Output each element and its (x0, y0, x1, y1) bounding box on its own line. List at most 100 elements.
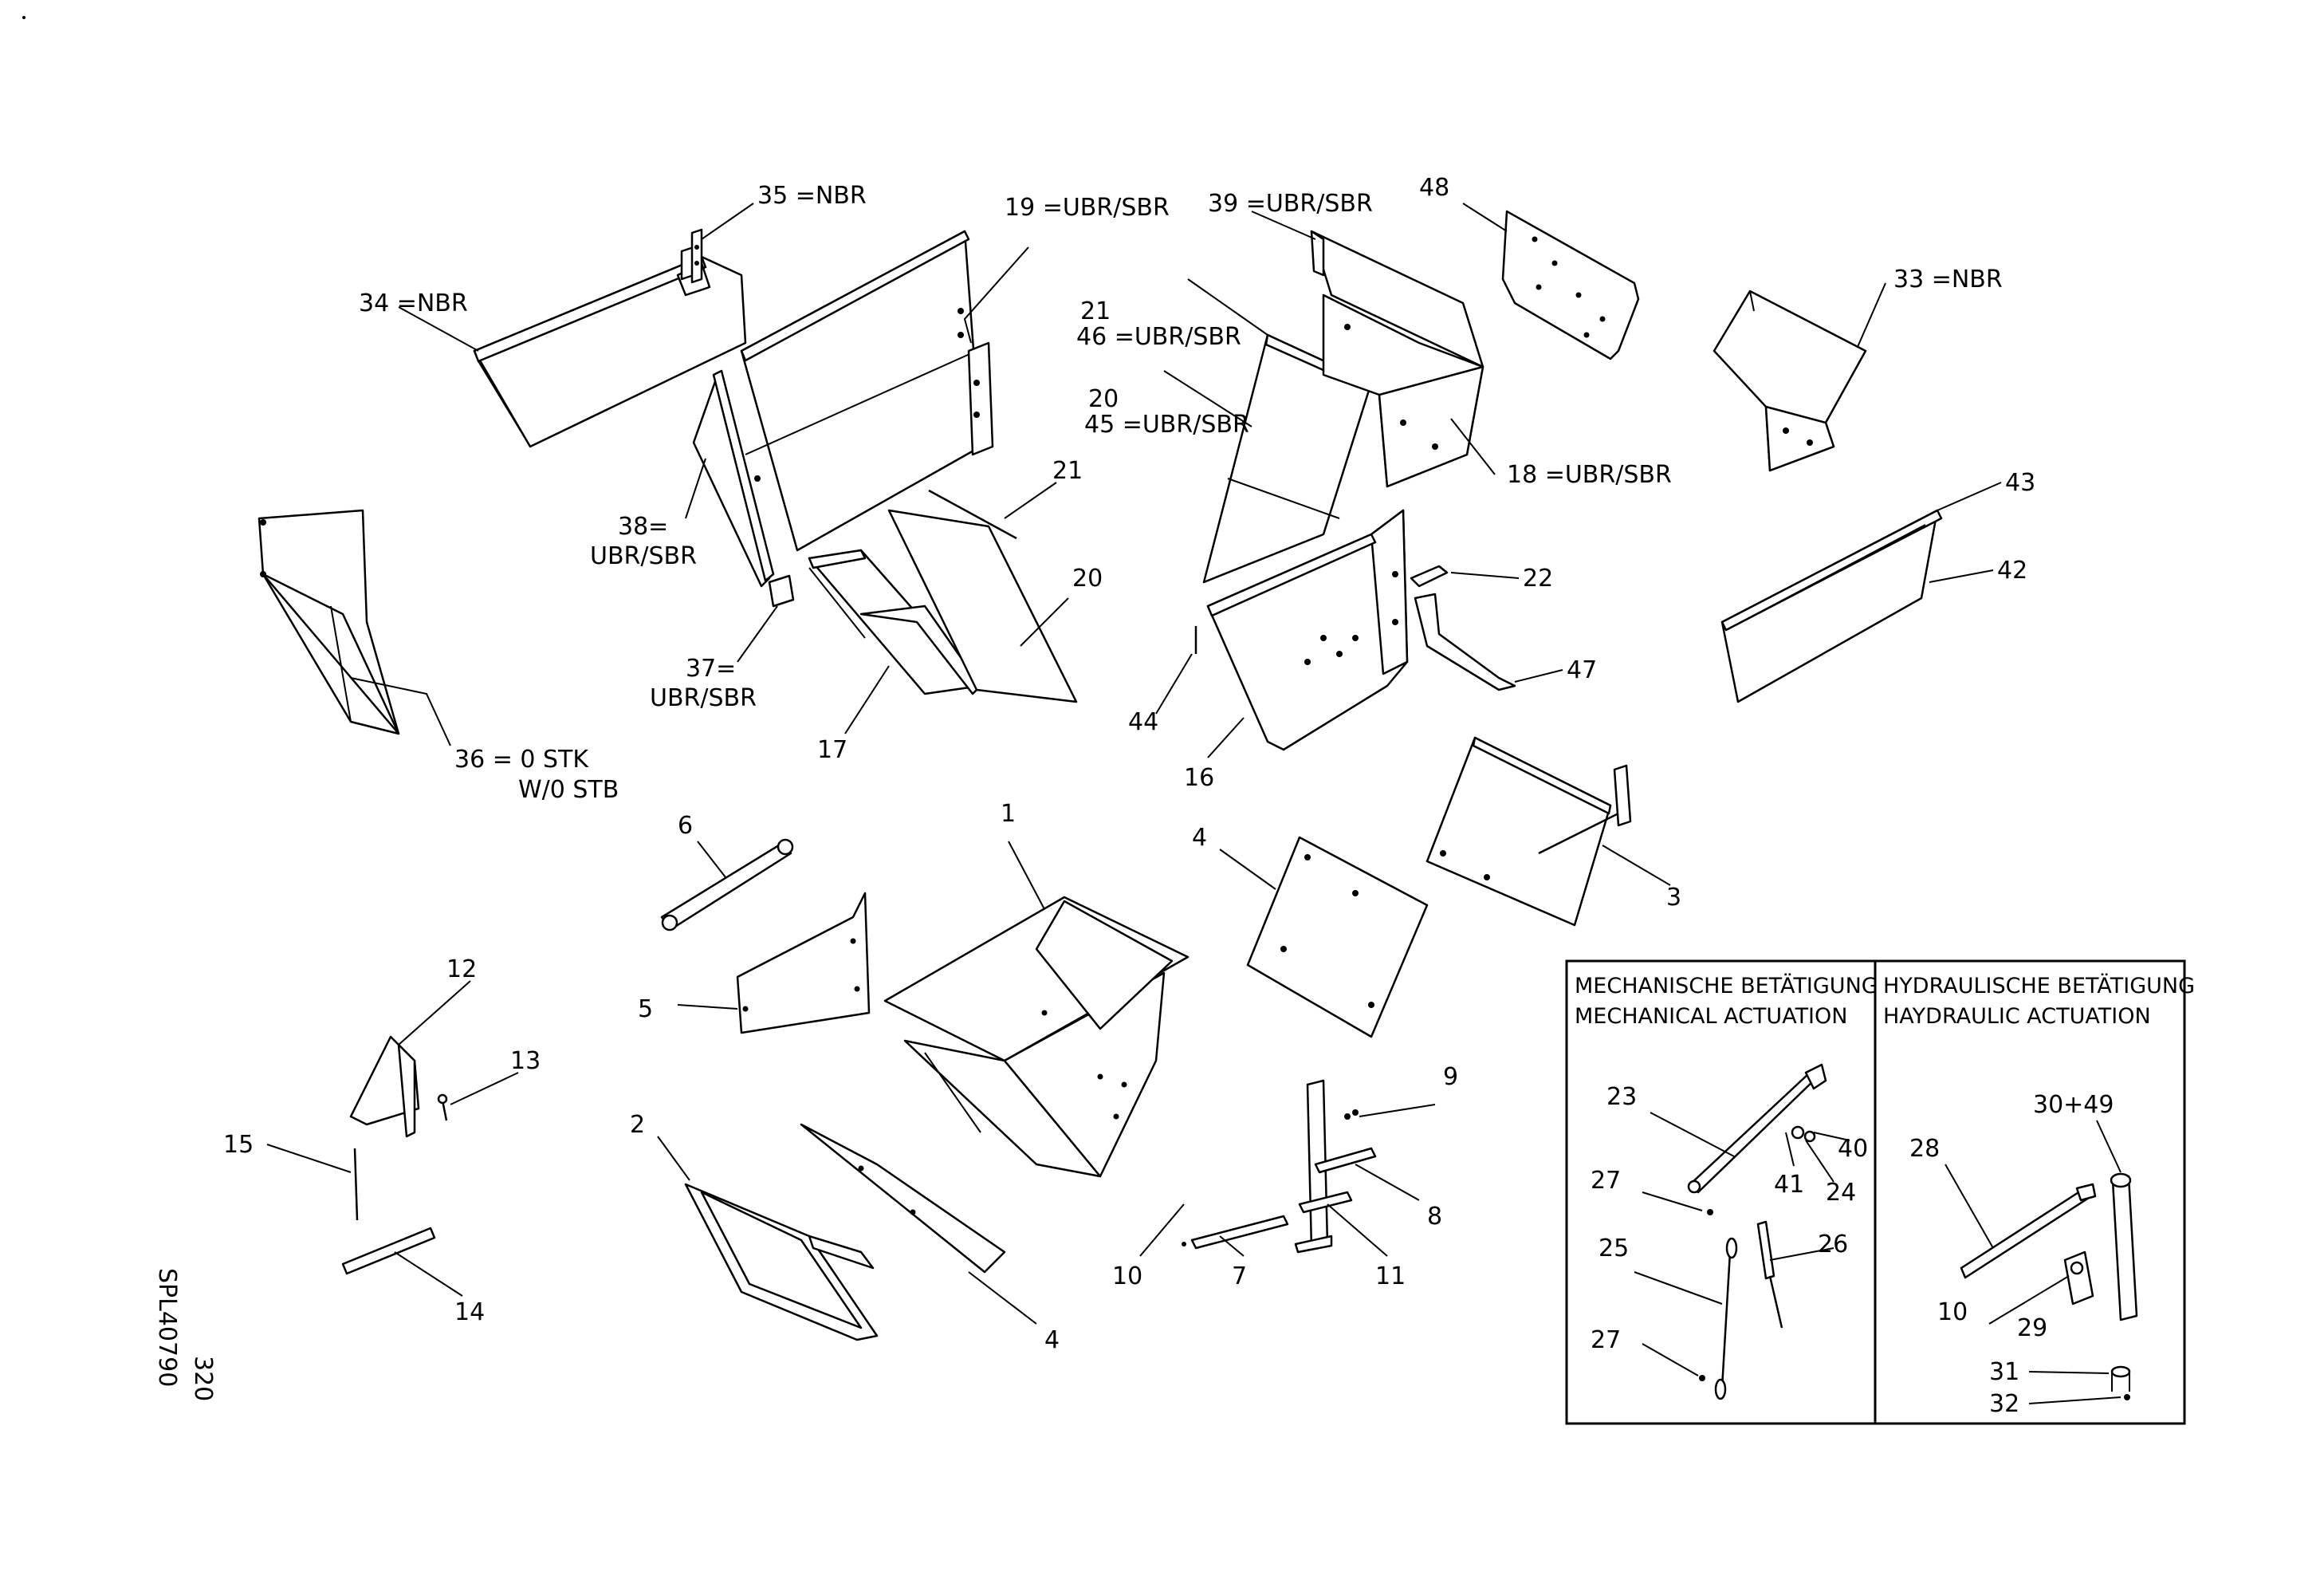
page-number: 320 (189, 1356, 217, 1401)
part-22-bracket (1410, 565, 1449, 588)
label-20: 20 (1088, 385, 1119, 413)
label-47: 47 (1567, 656, 1597, 684)
inset-label-26: 26 (1818, 1231, 1848, 1258)
part-47-hook-bracket (1414, 593, 1516, 691)
part-5-plate (736, 892, 871, 1034)
part-48-plate (1501, 210, 1640, 360)
part-23-lever (1687, 1063, 1827, 1194)
part-2-frame (684, 1183, 879, 1341)
label-39: 39 =UBR/SBR (1208, 190, 1373, 218)
part-14-strip (341, 1227, 436, 1275)
label-3: 3 (1666, 884, 1681, 912)
part-38-side-bracket (692, 369, 775, 588)
label-15: 15 (223, 1131, 254, 1159)
part-35-plate (690, 228, 703, 284)
part-40-24-fitting (1791, 1125, 1816, 1143)
part-18-bracket-box (1322, 293, 1484, 488)
drawing-code: SPL40790 (153, 1268, 181, 1387)
part-4-upper-plate (1246, 836, 1429, 1038)
label-48: 48 (1419, 174, 1449, 202)
label-12: 12 (446, 955, 477, 983)
label-14: 14 (454, 1298, 485, 1326)
part-27-pin-lower (1699, 1375, 1705, 1381)
label-13: 13 (510, 1047, 541, 1075)
part-8-crossbar (1314, 1147, 1377, 1174)
label-8: 8 (1427, 1203, 1442, 1231)
label-34: 34 =NBR (359, 289, 468, 317)
part-26-gas-strut (1756, 1220, 1783, 1329)
inset-label-25: 25 (1598, 1235, 1629, 1262)
inset-hydraulic-de: HYDRAULISCHE BETÄTIGUNG (1883, 973, 2195, 998)
part-9-pins (1344, 1109, 1359, 1120)
label-44: 44 (1128, 708, 1158, 736)
part-6-strap (660, 838, 794, 931)
part-36-chute (258, 509, 400, 735)
label-11: 11 (1375, 1262, 1406, 1290)
label-17: 17 (817, 736, 847, 764)
label-19: 19 =UBR/SBR (1005, 194, 1170, 222)
label-45: 45 =UBR/SBR (1084, 411, 1249, 439)
label-46: 46 =UBR/SBR (1076, 323, 1241, 351)
label-37-b: UBR/SBR (650, 684, 757, 712)
part-19-large-panel (740, 230, 994, 552)
part-1-hopper (883, 896, 1190, 1178)
label-6: 6 (678, 812, 693, 840)
actuation-inset: MECHANISCHE BETÄTIGUNG MECHANICAL ACTUAT… (1565, 959, 2195, 1425)
part-42-long-panel (1720, 509, 1943, 703)
label-38-a: 38= (618, 513, 668, 541)
part-32-pin (2124, 1394, 2130, 1400)
label-16: 16 (1184, 764, 1214, 792)
label-4-a: 4 (1192, 824, 1207, 852)
part-34-chute-panel (473, 246, 747, 448)
inset-label-27-a: 27 (1591, 1167, 1621, 1195)
inset-label-31: 31 (1989, 1358, 2019, 1386)
label-9: 9 (1443, 1063, 1458, 1091)
inset-label-24: 24 (1826, 1179, 1856, 1207)
label-35: 35 =NBR (757, 182, 867, 210)
part-31-bushing (2110, 1365, 2131, 1392)
inset-label-40: 40 (1838, 1135, 1868, 1163)
part-30-cylinder (2110, 1172, 2138, 1321)
part-37-block (768, 574, 795, 608)
label-20-b: 20 (1072, 565, 1103, 593)
part-12-bracket (349, 1035, 420, 1138)
label-7: 7 (1232, 1262, 1247, 1290)
leader-lines (266, 203, 2002, 1325)
inset-label-23: 23 (1606, 1083, 1637, 1111)
inset-label-10: 10 (1937, 1298, 1968, 1326)
label-18: 18 =UBR/SBR (1507, 461, 1672, 489)
part-16-housing (1206, 509, 1409, 751)
corner-mark (22, 16, 26, 19)
inset-label-28: 28 (1909, 1135, 1940, 1163)
part-15-pin (353, 1148, 359, 1221)
inset-hydraulic-en: HAYDRAULIC ACTUATION (1883, 1004, 2151, 1029)
label-1: 1 (1001, 800, 1016, 828)
label-22: 22 (1523, 565, 1553, 593)
inset-mechanical-de: MECHANISCHE BETÄTIGUNG (1575, 973, 1878, 998)
part-13-bolt (437, 1093, 448, 1121)
callout-labels: 35 =NBR 34 =NBR 19 =UBR/SBR 39 =UBR/SBR … (223, 174, 2035, 1354)
inset-label-41: 41 (1774, 1171, 1804, 1199)
part-33-box-bracket (1713, 289, 1867, 472)
part-3-frame (1425, 736, 1632, 927)
label-2: 2 (630, 1111, 645, 1139)
label-5: 5 (638, 995, 653, 1023)
inset-label-29: 29 (2017, 1314, 2047, 1342)
part-4-lower-plate (800, 1123, 1006, 1274)
part-7-rod (1182, 1215, 1289, 1250)
part-21-rod (928, 489, 1017, 540)
label-4-b: 4 (1044, 1326, 1060, 1354)
drawing-reference: SPL40790 320 (153, 1268, 217, 1401)
label-43: 43 (2005, 469, 2035, 497)
part-25-rod (1714, 1237, 1738, 1400)
part-28-plate (1960, 1183, 2097, 1279)
label-37-a: 37= (686, 655, 736, 683)
label-36-b: W/0 STB (518, 776, 619, 804)
inset-label-27-b: 27 (1591, 1326, 1621, 1354)
part-20-plate (887, 509, 1078, 703)
inset-label-30-49: 30+49 (2033, 1091, 2114, 1119)
inset-mechanical-en: MECHANICAL ACTUATION (1575, 1004, 1847, 1029)
label-10: 10 (1112, 1262, 1142, 1290)
label-33: 33 =NBR (1893, 266, 2003, 293)
